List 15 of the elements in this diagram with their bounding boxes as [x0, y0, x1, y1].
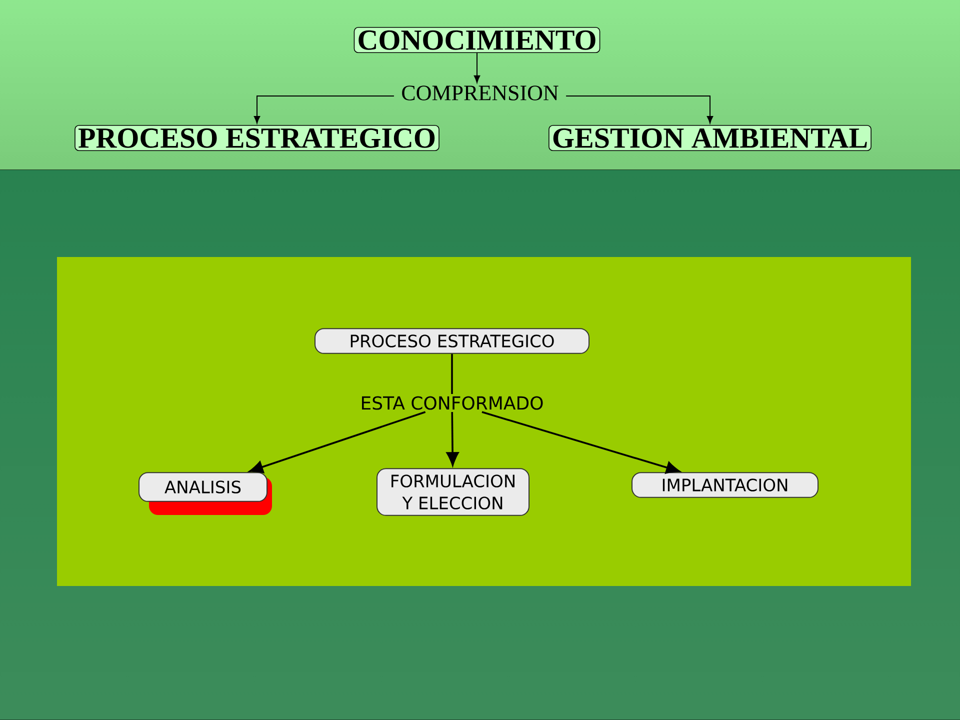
arrow	[249, 411, 426, 474]
arrow	[254, 96, 394, 124]
concept-box: PROCESO ESTRATEGICO	[314, 328, 590, 354]
linking-phrase: ESTA CONFORMADO	[362, 396, 543, 410]
arrow	[474, 52, 480, 83]
arrow	[446, 412, 459, 466]
arrow	[566, 96, 714, 124]
linking-phrase: COMPRENSION	[402, 86, 558, 100]
concept-box: CONOCIMIENTO	[354, 27, 600, 53]
arrow	[482, 411, 680, 474]
concept-box: GESTION AMBIENTAL	[548, 125, 872, 151]
concept-box: FORMULACION Y ELECCION	[376, 468, 530, 516]
concept-box: IMPLANTACION	[632, 472, 818, 498]
concept-box: ANALISIS	[138, 472, 272, 515]
concept-box: PROCESO ESTRATEGICO	[74, 125, 440, 151]
